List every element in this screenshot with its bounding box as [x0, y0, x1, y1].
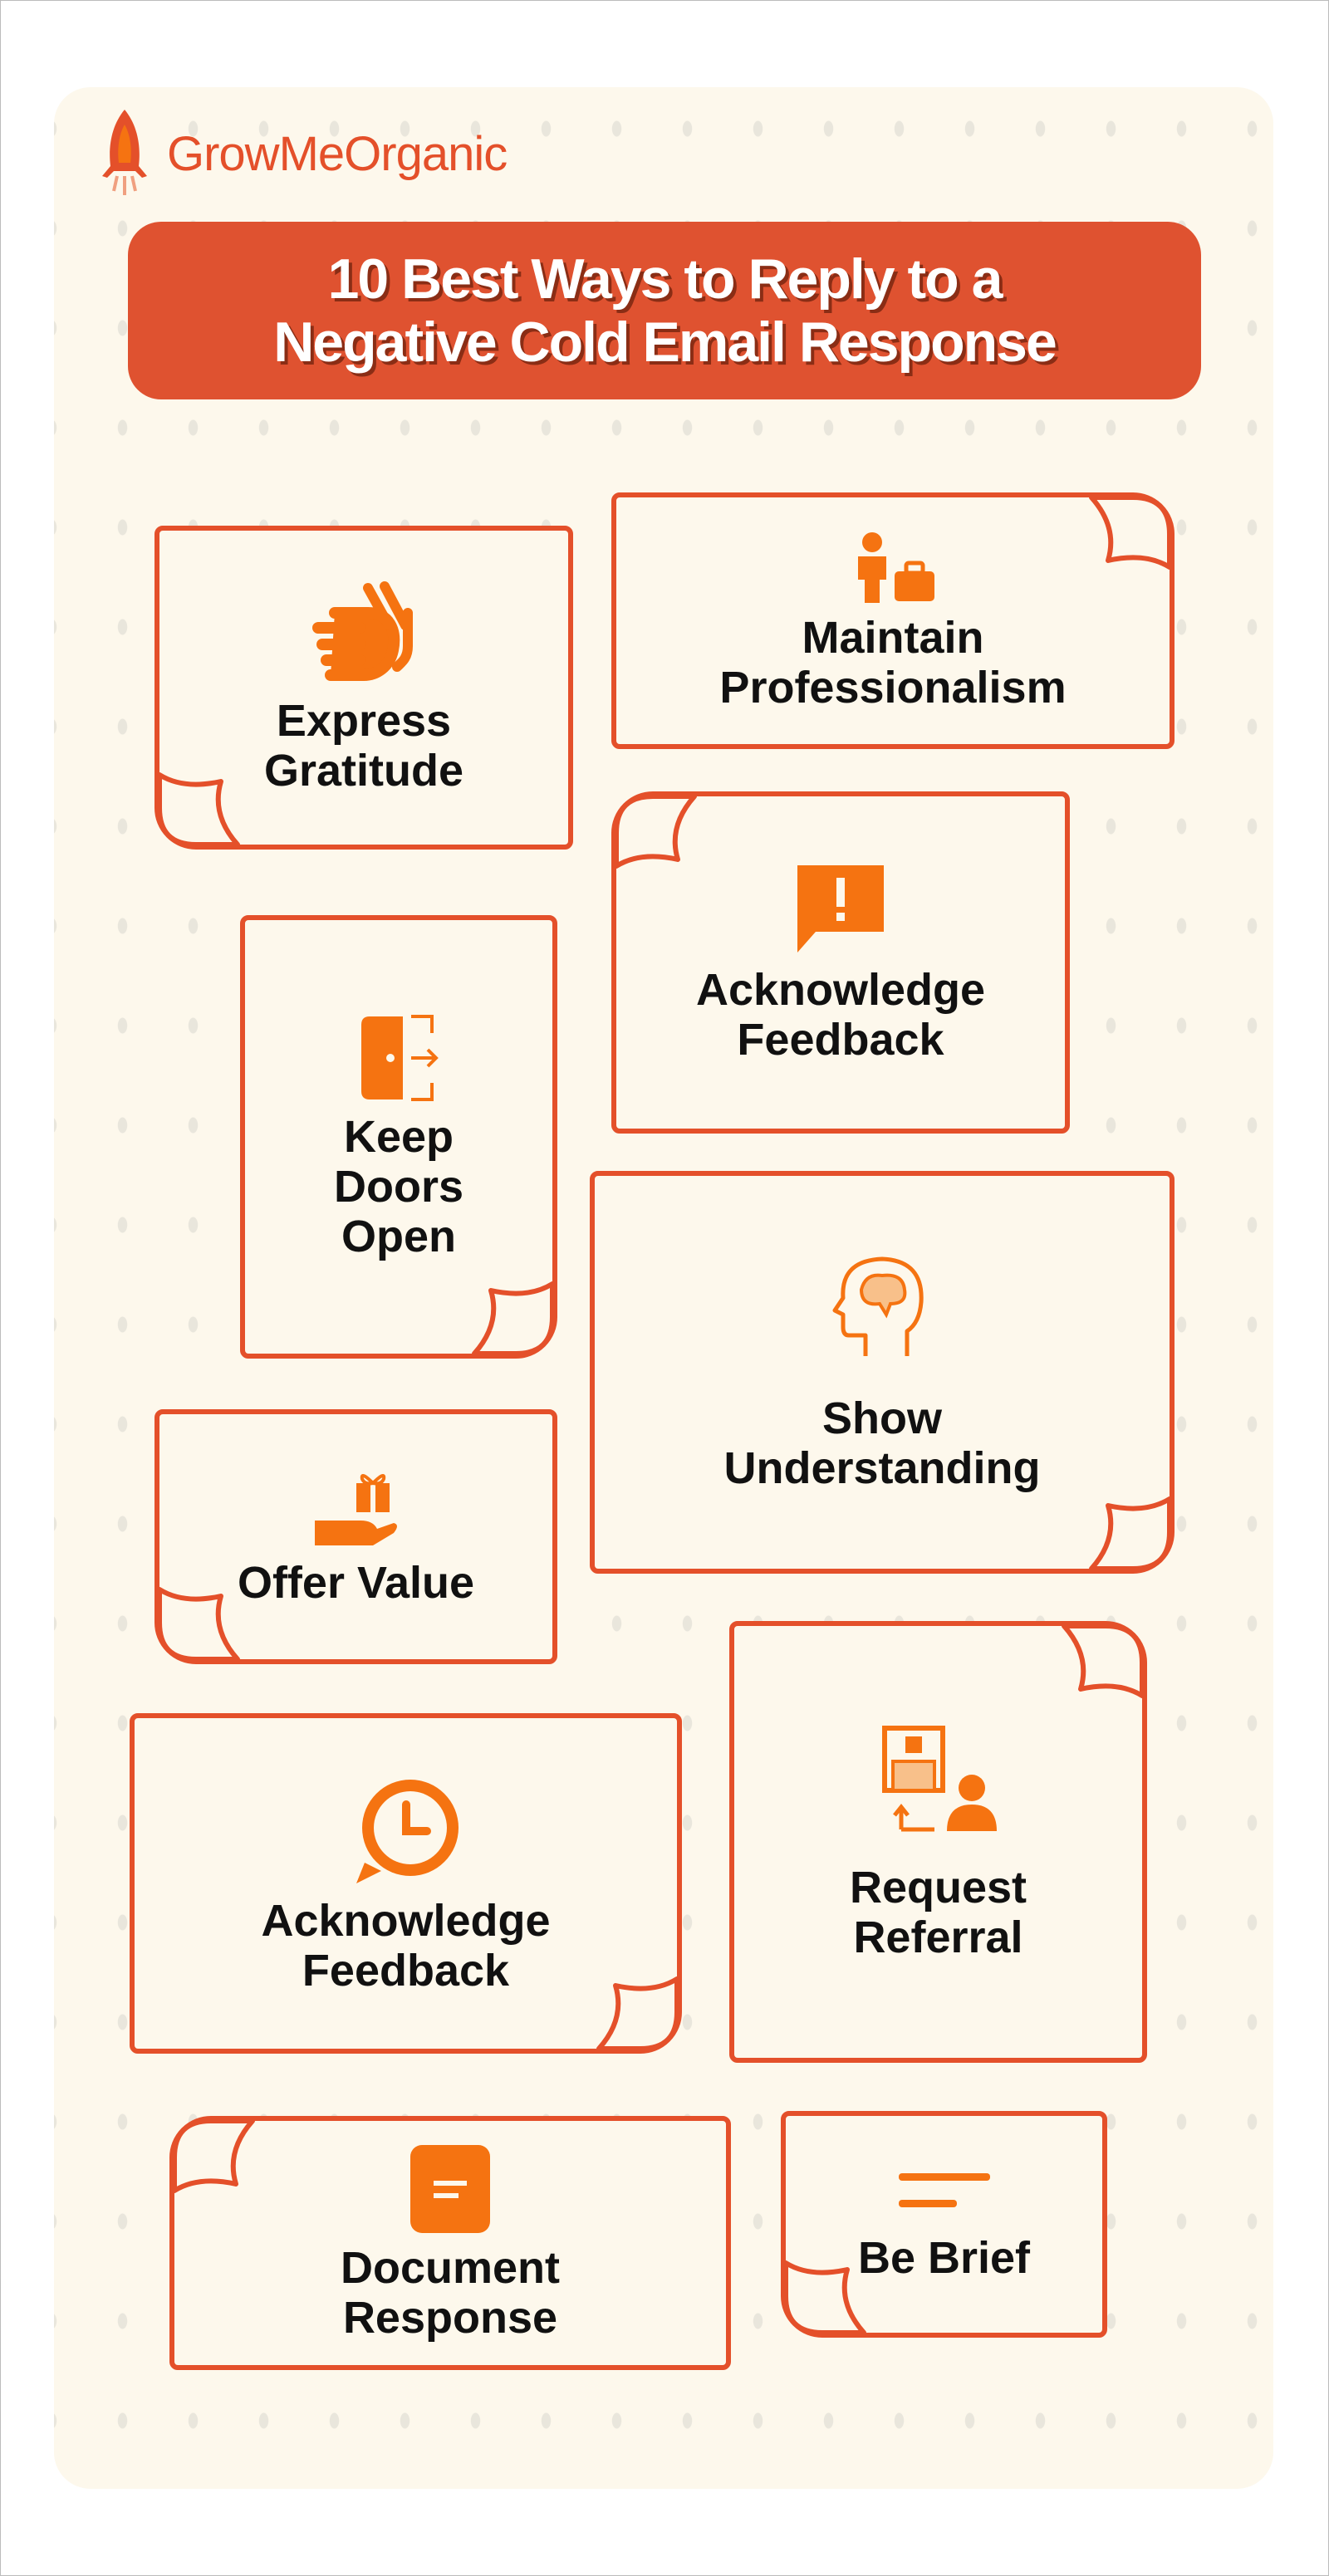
card-label: Keep Doors Open [333, 1112, 463, 1261]
brand-name: GrowMeOrganic [167, 126, 508, 181]
card-label: Request Referral [849, 1863, 1027, 1962]
page-curl-decoration [157, 1587, 240, 1662]
page-curl-decoration [172, 2118, 255, 2193]
card-keep-doors-open: Keep Doors Open [240, 915, 557, 1359]
card-label: Express Gratitude [263, 696, 464, 796]
page-curl-decoration [1089, 495, 1172, 570]
card-label: Show Understanding [723, 1393, 1041, 1493]
alert-message-icon [797, 864, 884, 953]
card-label: Acknowledge Feedback [261, 1896, 551, 1996]
page-curl-decoration [596, 1976, 679, 2051]
page-curl-decoration [783, 2260, 866, 2335]
page-curl-decoration [614, 794, 697, 869]
infographic-panel [54, 87, 1273, 2489]
page-curl-decoration [1062, 1623, 1145, 1698]
page-curl-decoration [1089, 1496, 1172, 1571]
card-label: Offer Value [237, 1557, 475, 1608]
card-maintain-professionalism: Maintain Professionalism [611, 492, 1175, 749]
head-brain-icon [832, 1256, 924, 1356]
card-acknowledge-feedback-clock: Acknowledge Feedback [130, 1713, 682, 2054]
businessperson-briefcase-icon [858, 531, 934, 603]
hospital-referral-icon [881, 1726, 997, 1832]
card-label: Maintain Professionalism [719, 612, 1067, 713]
short-text-icon [898, 2172, 990, 2207]
title-line-1: 10 Best Ways to Reply to a [327, 247, 1003, 311]
rocket-icon [102, 110, 147, 195]
page-title: 10 Best Ways to Reply to a Negative Cold… [128, 222, 1201, 399]
page-curl-decoration [472, 1281, 555, 1356]
card-label: Be Brief [857, 2232, 1031, 2283]
clock-chat-icon [356, 1780, 459, 1883]
title-line-2: Negative Cold Email Response [273, 311, 1057, 374]
door-exit-icon [361, 1015, 439, 1101]
card-acknowledge-feedback: Acknowledge Feedback [611, 791, 1070, 1134]
card-document-response: Document Response [169, 2116, 731, 2370]
card-offer-value: Offer Value [154, 1409, 557, 1664]
card-label: Acknowledge Feedback [695, 964, 986, 1065]
card-be-brief: Be Brief [781, 2111, 1107, 2338]
gift-hand-icon [314, 1473, 397, 1545]
card-label: Document Response [340, 2243, 560, 2343]
clapping-hands-icon [312, 581, 413, 681]
brand-logo: GrowMeOrganic [96, 108, 508, 199]
document-icon [410, 2145, 490, 2233]
card-express-gratitude: Express Gratitude [154, 526, 573, 850]
card-show-understanding: Show Understanding [590, 1171, 1175, 1574]
card-request-referral: Request Referral [729, 1621, 1147, 2063]
page-curl-decoration [157, 772, 240, 847]
